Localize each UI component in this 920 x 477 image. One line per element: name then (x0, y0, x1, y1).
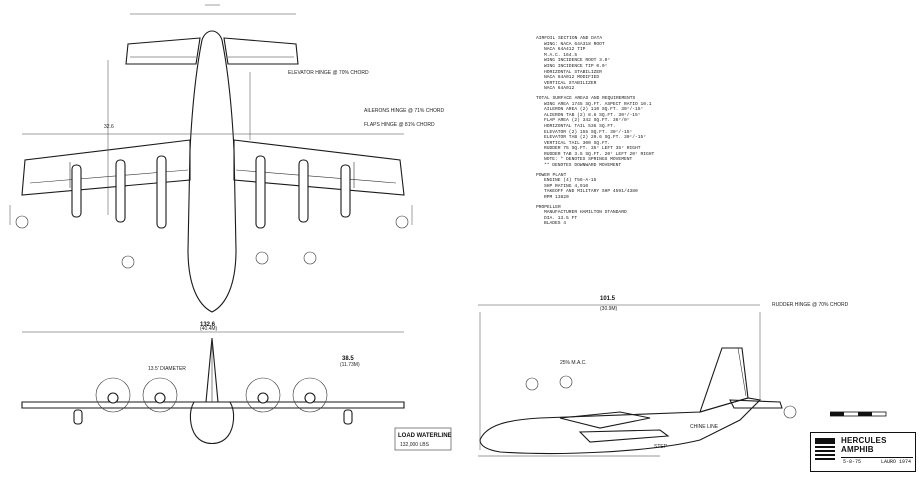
spec-row: VERTICAL TAIL 300 SQ.FT. (544, 140, 611, 146)
front-view: 132.6 (40.4M) 13.5' DIAMETER 38.5 (11.73… (21, 322, 405, 445)
spec-row: RPM 13820 (544, 195, 569, 201)
spec-row: WING INCIDENCE TIP 0.0° (544, 63, 608, 69)
spec-row: FLAP AREA (2) 342 SQ.FT. 36°/0° (544, 118, 630, 124)
spec-row: WING AREA 1745 SQ.FT. ASPECT RATIO 10.1 (544, 101, 652, 107)
sheet-right: LAURO 1974 (880, 459, 911, 465)
spec-row: ENGINE (4) T56-A-15 (544, 178, 597, 184)
waterline-label: LOAD WATERLINE (398, 433, 452, 439)
mac-note: 25% M.A.C. (560, 360, 587, 366)
tail-height-sub: (11.73M) (340, 362, 360, 368)
spec-row: M.A.C. 164.5 (544, 52, 578, 58)
span-label: 132.6 (200, 322, 216, 328)
spec-row: NACA 64A012 (544, 86, 575, 92)
side-view: 101.5 (30.9M) 25% M.A.C. RUDDER HINGE @ … (394, 296, 849, 457)
station-dim: 32.6 (104, 124, 114, 130)
spec-row: ALIERON TAB (2) 8.6 SQ.FT. 30°/-15° (544, 112, 641, 118)
elevator-note: ELEVATOR HINGE @ 70% CHORD (288, 70, 369, 76)
ailerons-note: AILERONS HINGE @ 71% CHORD (364, 108, 444, 114)
spec-row: MANUFACTURER HAMILTON STANDARD (544, 210, 627, 216)
spec-row: ELEVATOR TAB (2) 20.6 SQ.FT. 30°/-15° (544, 135, 646, 141)
aircraft-name: HERCULES AMPHIB (841, 436, 887, 454)
spec-row: WING INCIDENCE ROOT 3.0° (544, 58, 611, 64)
spec-row: RUDDER 75 SQ.FT. 35° LEFT 35° RIGHT (544, 146, 641, 152)
spec-row: ** DENOTES DOWNWARD MOVEMENT (544, 163, 622, 169)
spec-row: NACA 64A012 MODIFIED (544, 75, 600, 81)
scale-bar (830, 411, 887, 417)
chine-note: CHINE LINE (690, 424, 719, 430)
waterline-sub: 132,000 LBS (400, 442, 430, 448)
length-label: 101.5 (600, 296, 616, 302)
spec-row: DIA. 13.5 FT (544, 215, 578, 221)
spec-row: HORIZONTAL TAIL 536 SQ.FT. (544, 123, 616, 129)
rudder-note: RUDDER HINGE @ 70% CHORD (772, 302, 849, 308)
step-note: STEP (654, 444, 668, 450)
spec-heading: TOTAL SURFACE AREAS AND REQUIREMENTS (536, 95, 636, 101)
sheet-info: 5-8-75 LAURO 1974 (841, 457, 913, 468)
spec-heading: AIRFOIL SECTION AND DATA (536, 36, 603, 41)
spec-row: BLADES 4 (544, 221, 567, 227)
spec-row: HORIZONTAL STABILIZER (544, 69, 602, 75)
logo-icon (815, 438, 835, 460)
spec-row: SHP RATING 4,910 (544, 183, 589, 189)
length-sub: (30.9M) (600, 306, 618, 312)
title-block: HERCULES AMPHIB 5-8-75 LAURO 1974 (810, 432, 916, 472)
spec-heading: PROPELLER (536, 204, 561, 210)
tail-height-label: 38.5 (342, 356, 354, 362)
span-sub: (40.4M) (200, 326, 218, 332)
spec-row: AILERON AREA (2) 110 SQ.FT. 30°/-15° (544, 107, 644, 113)
flap-note: FLAPS HINGE @ 81% CHORD (364, 122, 435, 128)
prop-diameter-label: 13.5' DIAMETER (148, 366, 186, 372)
spec-row: NACA 64A412 TIP (544, 47, 586, 53)
spec-row: ELEVATOR (2) 155 SQ.FT. 30°/-15° (544, 129, 633, 135)
sheet-left: 5-8-75 (843, 459, 862, 465)
spec-row: TAKEOFF AND MILITARY SHP 4591/4380 (544, 189, 638, 195)
spec-row: VERTICAL STABILIZER (544, 80, 597, 86)
propellers (95, 377, 328, 413)
spec-heading: POWER PLANT (536, 172, 567, 178)
spec-row: WING: NACA 64A318 ROOT (544, 41, 605, 47)
spec-row: RUDDER TAB 3.5 SQ.FT. 20° LEFT 20° RIGHT (544, 151, 655, 157)
plan-view: ELEVATOR HINGE @ 70% CHORD AILERONS HING… (9, 4, 444, 313)
spec-row: NOTE: * DENOTES SPRINGS MOVEMENT (544, 157, 633, 163)
